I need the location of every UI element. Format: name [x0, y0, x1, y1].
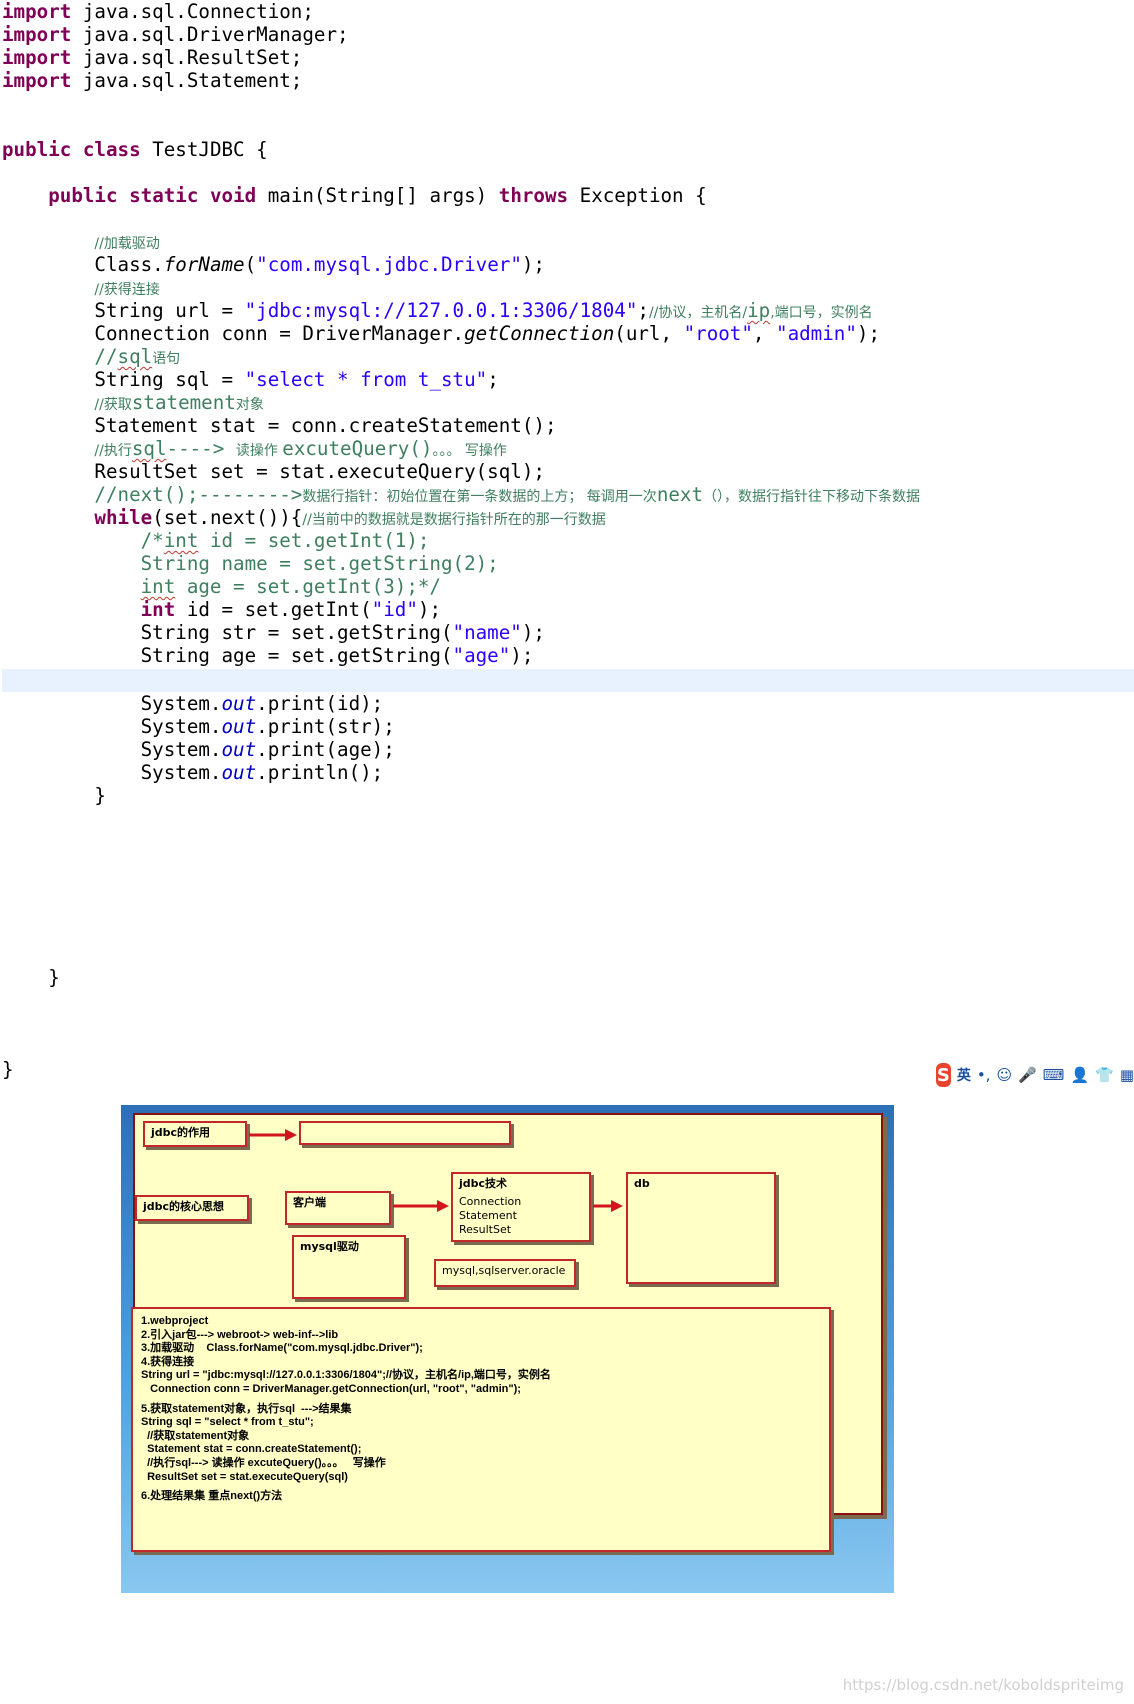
box-db-vendors: mysql,sqlserver.oracle	[434, 1259, 576, 1287]
note-line: String sql = "select * from t_stu";	[141, 1416, 314, 1429]
sogou-logo-icon[interactable]: S	[936, 1063, 951, 1087]
skin-icon[interactable]: 👕	[1095, 1066, 1114, 1084]
arrow-role	[249, 1129, 297, 1141]
code-line-main-close[interactable]: }	[48, 966, 60, 989]
code-line-create-statement[interactable]: Statement stat = conn.createStatement();	[94, 414, 557, 437]
jdbc-tech-item: Connection	[459, 1195, 522, 1208]
note-line: 1.webproject	[141, 1315, 209, 1327]
box-empty	[299, 1121, 511, 1145]
code-editor[interactable]: import java.sql.Connection; import java.…	[0, 0, 1134, 1081]
code-line-class-close[interactable]: }	[2, 1058, 14, 1081]
code-line-execute-query[interactable]: ResultSet set = stat.executeQuery(sql);	[94, 460, 545, 483]
code-line-get-age[interactable]: String age = set.getString("age");	[140, 644, 534, 667]
code-line-comment-get-conn[interactable]: //获得连接	[94, 282, 160, 298]
code-line-print-age[interactable]: System.out.print(age);	[140, 738, 395, 761]
code-line-comment-sql[interactable]: //sql语句	[94, 345, 181, 368]
code-line-block-comment-1[interactable]: /*int id = set.getInt(1);	[140, 529, 430, 552]
arrow-tech-db	[593, 1200, 623, 1212]
box-mysql-driver: mysql驱动	[292, 1235, 406, 1299]
notes-box: 1.webproject 2.引入jar包---> webroot-> web-…	[131, 1307, 831, 1552]
note-line: 4.获得连接	[141, 1355, 195, 1368]
code-line-sql[interactable]: String sql = "select * from t_stu";	[94, 368, 499, 391]
note-line: Statement stat = conn.createStatement();	[141, 1443, 362, 1456]
microphone-icon[interactable]: 🎤	[1018, 1066, 1037, 1084]
code-line-block-comment-2[interactable]: String name = set.getString(2);	[140, 552, 499, 575]
code-line-print-str[interactable]: System.out.print(str);	[140, 715, 395, 738]
emoji-icon[interactable]: ☺	[996, 1066, 1013, 1084]
code-line-while[interactable]: while(set.next()){//当前中的数据就是数据行指针所在的那一行数…	[94, 506, 606, 529]
jdbc-slide-image: jdbc的作用 jdbc的核心思想 客户端 mysql驱动 jdbc技术 Con…	[121, 1105, 894, 1593]
box-jdbc-tech: jdbc技术 Connection Statement ResultSet	[451, 1172, 591, 1242]
code-line-url[interactable]: String url = "jdbc:mysql://127.0.0.1:330…	[94, 299, 873, 322]
note-line: ResultSet set = stat.executeQuery(sql)	[141, 1470, 348, 1483]
code-line-import-3[interactable]: import java.sql.ResultSet;	[2, 46, 303, 69]
arrow-client-tech	[393, 1200, 449, 1212]
note-line: 3.加载驱动 Class.forName("com.mysql.jdbc.Dri…	[141, 1342, 423, 1355]
box-jdbc-core: jdbc的核心思想	[135, 1195, 249, 1221]
current-line-highlight	[2, 669, 1134, 692]
code-line-block-comment-3[interactable]: int age = set.getInt(3);*/	[140, 575, 441, 598]
code-line-comment-load-driver[interactable]: //加载驱动	[94, 236, 160, 252]
ime-mode-toggle[interactable]: 英	[956, 1068, 971, 1084]
code-line-print-id[interactable]: System.out.print(id);	[140, 692, 384, 715]
jdbc-tech-item: ResultSet	[459, 1223, 512, 1236]
note-line: String url = "jdbc:mysql://127.0.0.1:330…	[141, 1369, 551, 1382]
code-line-get-connection[interactable]: Connection conn = DriverManager.getConne…	[94, 322, 880, 345]
watermark-text: https://blog.csdn.net/koboldspriteimg	[842, 1676, 1124, 1694]
code-line-println[interactable]: System.out.println();	[140, 761, 384, 784]
code-line-import-1[interactable]: import java.sql.Connection;	[2, 0, 314, 23]
code-line-comment-next[interactable]: //next();-------->数据行指针：初始位置在第一条数据的上方； 每…	[94, 483, 921, 506]
note-line: 5.获取statement对象，执行sql --->结果集	[141, 1402, 352, 1415]
code-line-import-2[interactable]: import java.sql.DriverManager;	[2, 23, 349, 46]
note-line: //获取statement对象	[141, 1429, 250, 1442]
box-jdbc-role: jdbc的作用	[143, 1121, 247, 1147]
jdbc-tech-item: Statement	[459, 1209, 517, 1222]
code-line-class-decl[interactable]: public class TestJDBC {	[2, 138, 268, 161]
code-line-get-name[interactable]: String str = set.getString("name");	[140, 621, 545, 644]
keyboard-icon[interactable]: ⌨	[1042, 1066, 1065, 1084]
note-line: //执行sql---> 读操作 excuteQuery()。。。 写操作	[141, 1456, 386, 1469]
box-db: db	[626, 1172, 776, 1284]
code-line-main-decl[interactable]: public static void main(String[] args) t…	[48, 184, 707, 207]
code-line-while-close[interactable]: }	[94, 784, 106, 807]
code-line-import-4[interactable]: import java.sql.Statement;	[2, 69, 303, 92]
note-line: 2.引入jar包---> webroot-> web-inf-->lib	[141, 1328, 339, 1341]
ime-toolbar[interactable]: S 英 •, ☺ 🎤 ⌨ 👤 👕 ▦	[936, 1061, 1134, 1089]
code-line-comment-exec[interactable]: //执行sql----> 读操作 excuteQuery()。。。 写操作	[94, 437, 507, 460]
note-line: 6.处理结果集 重点next()方法	[141, 1490, 283, 1503]
user-icon[interactable]: 👤	[1070, 1066, 1090, 1084]
box-client: 客户端	[285, 1191, 391, 1225]
punctuation-icon[interactable]: •,	[976, 1066, 991, 1084]
code-line-comment-statement[interactable]: //获取statement对象	[94, 391, 264, 414]
code-line-forname[interactable]: Class.forName("com.mysql.jdbc.Driver");	[94, 253, 545, 276]
note-line: Connection conn = DriverManager.getConne…	[141, 1382, 521, 1395]
code-line-get-id[interactable]: int id = set.getInt("id");	[140, 598, 441, 621]
toolbox-icon[interactable]: ▦	[1119, 1066, 1134, 1084]
jdbc-tech-title: jdbc技术	[459, 1177, 508, 1190]
